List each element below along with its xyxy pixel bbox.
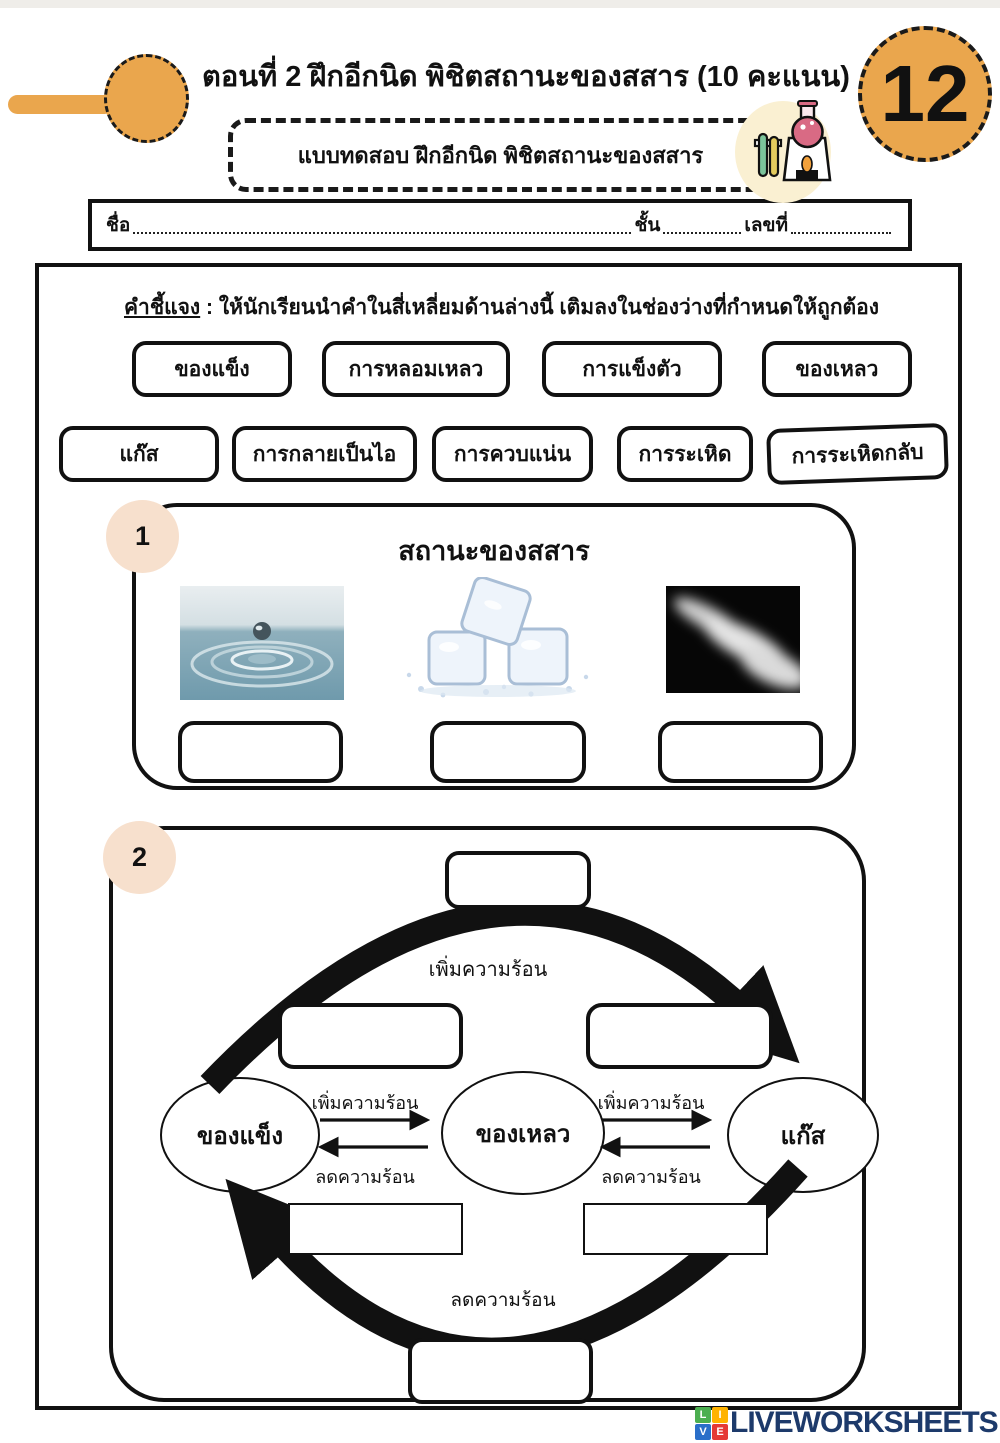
heat-up-label-2: เพิ่มความร้อน — [597, 1093, 705, 1113]
word-chip-liquid[interactable]: ของเหลว — [762, 341, 912, 397]
water-droplet-image — [180, 586, 344, 700]
logo-square-v: V — [695, 1423, 711, 1440]
score-badge-number: 12 — [880, 49, 970, 138]
name-label: ชื่อ — [106, 215, 131, 236]
orange-circle-decoration — [104, 54, 189, 143]
word-chip-melting[interactable]: การหลอมเหลว — [322, 341, 510, 397]
number-label: เลขที่ — [744, 215, 788, 236]
student-info-box: ชื่อ ชั้น เลขที่ — [88, 199, 912, 251]
word-chip-condensation[interactable]: การควบแน่น — [432, 426, 593, 482]
answer-blank-solid-image[interactable] — [430, 721, 586, 783]
section-1-number: 1 — [134, 521, 151, 551]
word-chip-gas[interactable]: แก๊ส — [59, 426, 219, 482]
section-2-diagram-box: เพิ่มความร้อน ของแข็ง ของเหลว แก๊ส เพิ่ม… — [109, 826, 879, 1404]
class-label: ชั้น — [634, 215, 661, 236]
subtitle-box: แบบทดสอบ ฝึกอีกนิด พิชิตสถานะของสสาร — [228, 118, 773, 192]
section-1-number-badge: 1 — [106, 500, 179, 573]
answer-blank-freezing[interactable] — [288, 1203, 463, 1255]
heat-up-label-1: เพิ่มความร้อน — [311, 1093, 419, 1113]
word-chip-solid[interactable]: ของแข็ง — [132, 341, 292, 397]
word-chip-deposition[interactable]: การระเหิดกลับ — [766, 422, 949, 486]
instruction-label: คำชี้แจง — [124, 296, 201, 319]
section-2-number-badge: 2 — [103, 821, 176, 894]
word-chip-freezing[interactable]: การแข็งตัว — [542, 341, 722, 397]
subtitle-text: แบบทดสอบ ฝึกอีกนิด พิชิตสถานะของสสาร — [297, 142, 704, 168]
answer-blank-vaporization[interactable] — [586, 1003, 773, 1069]
state-liquid-label: ของเหลว — [475, 1120, 571, 1148]
instruction-text: คำชี้แจง : ให้นักเรียนนำคำในสี่เหลี่ยมด้… — [124, 291, 879, 324]
instruction-body: : ให้นักเรียนนำคำในสี่เหลี่ยมด้านล่างนี้… — [200, 296, 880, 319]
worksheet-frame: คำชี้แจง : ให้นักเรียนนำคำในสี่เหลี่ยมด้… — [35, 263, 962, 1410]
word-chip-vaporization[interactable]: การกลายเป็นไอ — [232, 426, 417, 482]
word-chip-sublimation[interactable]: การระเหิด — [617, 426, 753, 482]
state-ellipse-gas: แก๊ส — [727, 1077, 879, 1193]
page-edge-strip — [0, 0, 1000, 8]
state-gas-label: แก๊ส — [780, 1122, 826, 1150]
logo-square-l: L — [695, 1406, 711, 1423]
section-1-title: สถานะของสสาร — [398, 536, 590, 566]
answer-blank-deposition[interactable] — [408, 1338, 593, 1404]
logo-square-e: E — [712, 1423, 728, 1440]
section-1-states-box: สถานะของสสาร — [132, 503, 856, 790]
liveworksheets-wordmark: LIVEWORKSHEETS — [730, 1406, 999, 1439]
bottom-arc-label: ลดความร้อน — [450, 1290, 556, 1311]
answer-blank-sublimation[interactable] — [445, 851, 591, 909]
answer-blank-condensation[interactable] — [583, 1203, 768, 1255]
answer-blank-gas-image[interactable] — [658, 721, 823, 783]
logo-square-i: I — [712, 1406, 728, 1423]
page-title: ตอนที่ 2 ฝึกอีกนิด พิชิตสถานะของสสาร (10… — [202, 61, 850, 93]
ice-cubes-image — [391, 577, 606, 705]
score-badge: 12 — [858, 26, 992, 162]
answer-blank-melting[interactable] — [278, 1003, 463, 1069]
orange-bar-decoration — [8, 95, 114, 114]
name-input-line[interactable] — [133, 216, 632, 234]
number-input-line[interactable] — [791, 216, 891, 234]
steam-smoke-image — [666, 586, 800, 693]
class-input-line[interactable] — [663, 216, 742, 234]
heat-down-label-1: ลดความร้อน — [315, 1167, 415, 1187]
liveworksheets-footer: L I V E LIVEWORKSHEETS — [695, 1406, 999, 1440]
state-solid-label: ของแข็ง — [196, 1122, 284, 1150]
chemistry-lab-icon — [733, 96, 833, 204]
section-2-number: 2 — [131, 842, 148, 872]
heat-down-label-2: ลดความร้อน — [601, 1167, 701, 1187]
liveworksheets-logo-icon: L I V E — [695, 1406, 728, 1440]
answer-blank-liquid-image[interactable] — [178, 721, 343, 783]
top-arc-label: เพิ่มความร้อน — [428, 959, 548, 981]
